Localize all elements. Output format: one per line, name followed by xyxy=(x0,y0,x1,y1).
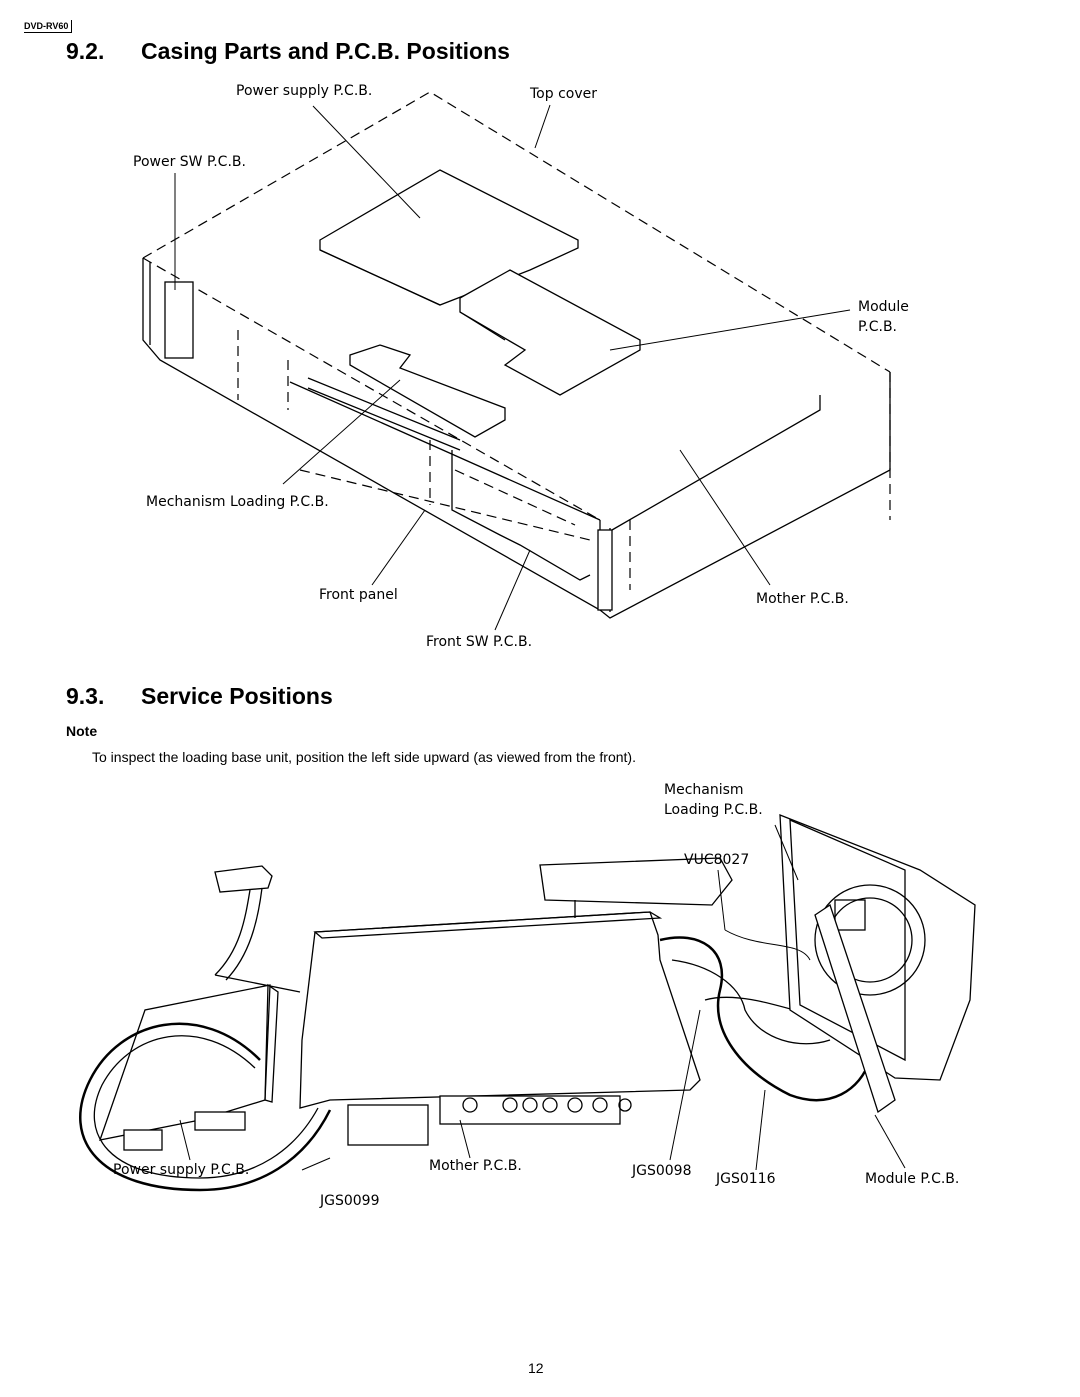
label-jgs0116: JGS0116 xyxy=(716,1171,776,1187)
section-number: 9.2. xyxy=(66,38,105,64)
label-module-pcb-service: Module P.C.B. xyxy=(865,1171,960,1187)
label-module-pcb-line2: P.C.B. xyxy=(858,319,897,335)
label-jgs0098: JGS0098 xyxy=(632,1163,692,1179)
label-front-panel: Front panel xyxy=(319,587,398,603)
label-front-sw-pcb: Front SW P.C.B. xyxy=(426,634,533,650)
casing-parts-diagram xyxy=(142,91,891,631)
label-mother-pcb-service: Mother P.C.B. xyxy=(429,1158,522,1174)
label-vuc8027: VUC8027 xyxy=(684,852,750,868)
label-top-cover: Top cover xyxy=(530,86,597,102)
label-power-supply-pcb-service: Power supply P.C.B. xyxy=(113,1162,250,1178)
label-mechanism-line2: Loading P.C.B. xyxy=(664,802,763,818)
label-module-pcb-line1: Module xyxy=(858,299,909,315)
label-mother-pcb: Mother P.C.B. xyxy=(756,591,849,607)
label-jgs0099: JGS0099 xyxy=(320,1193,380,1209)
page-number: 12 xyxy=(528,1360,544,1376)
note-label: Note xyxy=(66,723,98,739)
section-number: 9.3. xyxy=(66,683,105,709)
label-mechanism-loading-pcb: Mechanism Loading P.C.B. xyxy=(146,494,329,510)
label-power-sw-pcb: Power SW P.C.B. xyxy=(133,154,246,170)
label-mechanism-line1: Mechanism xyxy=(664,782,744,798)
section-title: Service Positions xyxy=(141,683,333,709)
section-title: Casing Parts and P.C.B. Positions xyxy=(141,38,510,64)
model-tag: DVD-RV60 xyxy=(24,20,73,33)
section-heading-casing-parts: 9.2. Casing Parts and P.C.B. Positions xyxy=(66,38,510,65)
section-heading-service-positions: 9.3. Service Positions xyxy=(66,683,333,710)
label-power-supply-pcb: Power supply P.C.B. xyxy=(236,83,373,99)
note-text: To inspect the loading base unit, positi… xyxy=(92,749,636,765)
